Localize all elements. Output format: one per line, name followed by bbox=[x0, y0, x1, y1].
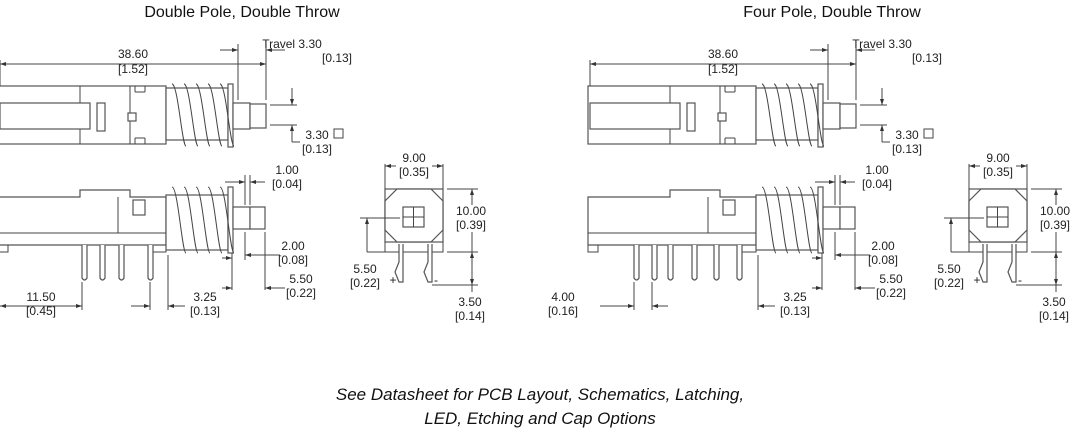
dim-plunger-in: [0.13] bbox=[892, 142, 922, 156]
dim-10-00-in: [0.39] bbox=[456, 218, 486, 232]
dim-2-00-in: [0.08] bbox=[278, 253, 308, 267]
dim-plunger: 3.30 bbox=[895, 128, 919, 142]
dim-10-00: 10.00 bbox=[456, 204, 486, 218]
dim-travel: Travel 3.30 bbox=[852, 37, 912, 51]
dim-2-00-in: [0.08] bbox=[868, 253, 898, 267]
dim-2-00: 2.00 bbox=[281, 239, 305, 253]
dim-9-00: 9.00 bbox=[402, 151, 426, 165]
minus-sign: - bbox=[434, 273, 438, 287]
dim-front-5-50-in: [0.22] bbox=[934, 276, 964, 290]
dim-pin: 4.00 bbox=[551, 290, 575, 304]
dim-plunger: 3.30 bbox=[305, 128, 329, 142]
dim-front-5-50-in: [0.22] bbox=[350, 276, 380, 290]
dim-overall: 38.60 bbox=[118, 47, 148, 61]
minus-sign: - bbox=[1018, 273, 1022, 287]
dim-1-00-in: [0.04] bbox=[862, 177, 892, 191]
pin bbox=[736, 245, 743, 281]
dim-3-25: 3.25 bbox=[783, 290, 807, 304]
pin bbox=[691, 245, 698, 281]
panel-title: Double Pole, Double Throw bbox=[144, 4, 340, 21]
dim-pin-in: [0.16] bbox=[548, 304, 578, 318]
dim-overall: 38.60 bbox=[708, 47, 738, 61]
dim-9-00: 9.00 bbox=[986, 151, 1010, 165]
panel-title: Four Pole, Double Throw bbox=[743, 4, 921, 21]
dim-3-50: 3.50 bbox=[1042, 295, 1066, 309]
dim-front-5-50: 5.50 bbox=[353, 262, 377, 276]
pin bbox=[633, 245, 640, 281]
dim-overall-in: [1.52] bbox=[708, 62, 738, 76]
pin bbox=[99, 245, 106, 281]
dim-1-00: 1.00 bbox=[865, 163, 889, 177]
dim-10-00: 10.00 bbox=[1040, 204, 1070, 218]
dim-5-50: 5.50 bbox=[879, 272, 903, 286]
pin bbox=[667, 245, 674, 281]
dim-pin-in: [0.45] bbox=[26, 304, 56, 318]
dim-travel-in: [0.13] bbox=[322, 51, 352, 65]
pin bbox=[118, 245, 125, 281]
panel-1: Double Pole, Double Throw 38.60[1.52] Trav… bbox=[0, 4, 486, 323]
dim-9-00-in: [0.35] bbox=[399, 165, 429, 179]
dim-3-50: 3.50 bbox=[458, 295, 482, 309]
dim-3-25-in: [0.13] bbox=[190, 304, 220, 318]
dim-travel-in: [0.13] bbox=[912, 51, 942, 65]
plus-sign: + bbox=[973, 273, 980, 287]
dim-pin: 11.50 bbox=[26, 290, 55, 304]
dim-3-25: 3.25 bbox=[193, 290, 217, 304]
pin bbox=[147, 245, 154, 281]
dim-overall-in: [1.52] bbox=[118, 62, 148, 76]
pin bbox=[81, 245, 88, 281]
dim-3-50-in: [0.14] bbox=[1039, 309, 1069, 323]
dim-1-00: 1.00 bbox=[275, 163, 299, 177]
footer-line-2: LED, Etching and Cap Options bbox=[424, 409, 656, 428]
dim-plunger-in: [0.13] bbox=[302, 142, 332, 156]
footer-line-1: See Datasheet for PCB Layout, Schematics… bbox=[335, 385, 745, 404]
dim-1-00-in: [0.04] bbox=[272, 177, 302, 191]
pin bbox=[713, 245, 720, 281]
dim-front-5-50: 5.50 bbox=[937, 262, 961, 276]
dim-5-50: 5.50 bbox=[289, 272, 313, 286]
dim-3-50-in: [0.14] bbox=[455, 309, 485, 323]
pin bbox=[651, 245, 658, 281]
dim-3-25-in: [0.13] bbox=[780, 304, 810, 318]
dim-10-00-in: [0.39] bbox=[1040, 218, 1070, 232]
dim-5-50-in: [0.22] bbox=[286, 286, 316, 300]
dim-travel: Travel 3.30 bbox=[262, 37, 322, 51]
dim-2-00: 2.00 bbox=[871, 239, 895, 253]
panel-2: Four Pole, Double Throw 38.60[1.52] Travel… bbox=[548, 4, 1070, 323]
dim-9-00-in: [0.35] bbox=[983, 165, 1013, 179]
plus-sign: + bbox=[389, 273, 396, 287]
dim-5-50-in: [0.22] bbox=[876, 286, 906, 300]
